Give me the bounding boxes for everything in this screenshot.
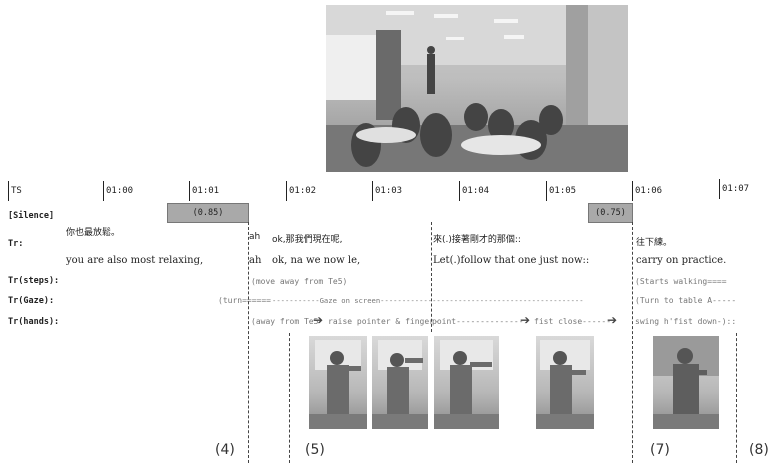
divider-4 [632, 222, 633, 463]
tick-0105 [546, 181, 547, 201]
tick-label-0100: 01:00 [106, 186, 134, 196]
video-still-4 [536, 336, 594, 429]
arrow-right-icon: ➔ [313, 313, 324, 327]
utterance-en-2: ok, na we now le, [272, 255, 361, 266]
panel-number-4: (4) [215, 442, 235, 458]
steps-action-1: (move away from Te5) [251, 277, 348, 286]
video-still-1 [309, 336, 367, 429]
video-still-5 [653, 336, 719, 429]
hands-action-1b: raise pointer & finger- [328, 317, 439, 326]
utterance-cn-1: 你也最放鬆。 [66, 228, 121, 238]
steps-action-2: (Starts walking==== [635, 277, 727, 286]
panel-number-5: (5) [305, 442, 325, 458]
utterance-en-3: Let(.)follow that one just now:: [433, 255, 590, 266]
gaze-on-screen: -----------Gaze on screen---------------… [272, 296, 584, 305]
gaze-turn-table: (Turn to table A----- [635, 296, 737, 305]
tick-0102 [286, 181, 287, 201]
divider-3 [431, 222, 432, 332]
row-label-steps: Tr(steps): [8, 276, 60, 286]
row-label-hands: Tr(hands): [8, 317, 60, 327]
gaze-turn: (turn====== [218, 296, 271, 305]
tick-label-0103: 01:03 [375, 186, 403, 196]
video-still-3 [434, 336, 499, 429]
arrow-right-icon: ➔ [520, 313, 531, 327]
hands-action-2: point-------------- [432, 317, 524, 326]
utterance-cn-ah: ah [249, 232, 261, 242]
row-label-silence: [Silence] [8, 211, 55, 221]
video-still-2 [372, 336, 428, 429]
tick-0100 [103, 181, 104, 201]
row-label-tr: Tr: [8, 239, 24, 249]
divider-1 [248, 222, 249, 463]
silence-box-2: (0.75) [588, 203, 633, 223]
classroom-photo [326, 5, 628, 172]
hands-action-3: swing h'fist down-):: [635, 317, 737, 326]
tick-0106 [632, 181, 633, 201]
tick-label-0105: 01:05 [549, 186, 577, 196]
tick-0101 [189, 181, 190, 201]
hands-action-2b: fist close------ [534, 317, 612, 326]
tick-0107 [719, 179, 720, 199]
row-label-gaze: Tr(Gaze): [8, 296, 55, 306]
panel-number-8: (8) [749, 442, 769, 458]
arrow-right-icon: ➔ [607, 313, 618, 327]
utterance-en-4: carry on practice. [636, 255, 727, 266]
utterance-cn-2: ok,那我們現在呢, [272, 235, 343, 245]
utterance-cn-4: 往下練。 [636, 238, 673, 248]
tick-label-0106: 01:06 [635, 186, 663, 196]
utterance-cn-3: 來(.)接著剛才的那個:: [433, 235, 521, 245]
ts-label: TS [11, 186, 22, 196]
divider-5 [736, 333, 737, 463]
tick-label-0101: 01:01 [192, 186, 220, 196]
tick-0104 [459, 181, 460, 201]
tick-label-0102: 01:02 [289, 186, 317, 196]
tick-0103 [372, 181, 373, 201]
hands-action-1: (away from Te5 [251, 317, 319, 326]
silence-box-1: (0.85) [167, 203, 249, 223]
tick-label-0104: 01:04 [462, 186, 490, 196]
panel-number-7: (7) [650, 442, 670, 458]
utterance-en-1: you are also most relaxing, [66, 255, 204, 266]
utterance-en-ah: ah [249, 255, 262, 266]
divider-2 [289, 333, 290, 463]
tick-label-0107: 01:07 [722, 184, 750, 194]
tick-ts [8, 181, 9, 201]
